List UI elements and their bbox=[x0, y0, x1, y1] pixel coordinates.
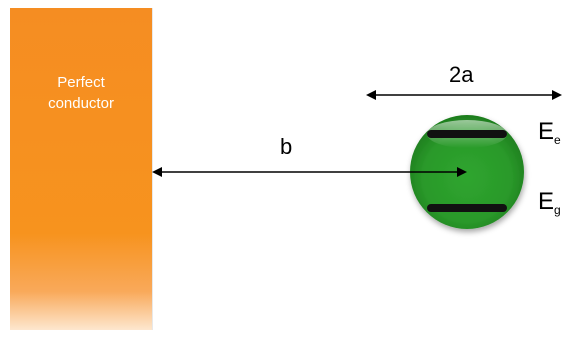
ground-energy-subscript: g bbox=[554, 203, 561, 217]
excited-energy-symbol: E bbox=[538, 118, 555, 145]
distance-arrow bbox=[152, 167, 467, 177]
distance-label: b bbox=[280, 134, 293, 159]
excited-energy-subscript: e bbox=[554, 133, 561, 147]
perfect-conductor-block bbox=[10, 8, 153, 330]
conductor-label: Perfect conductor bbox=[48, 74, 114, 112]
ground-energy-label: Eg bbox=[538, 188, 561, 217]
width-arrow bbox=[366, 90, 562, 100]
width-label: 2a bbox=[449, 62, 474, 87]
excited-energy-label: Ee bbox=[538, 118, 561, 147]
ground-energy-symbol: E bbox=[538, 188, 555, 215]
